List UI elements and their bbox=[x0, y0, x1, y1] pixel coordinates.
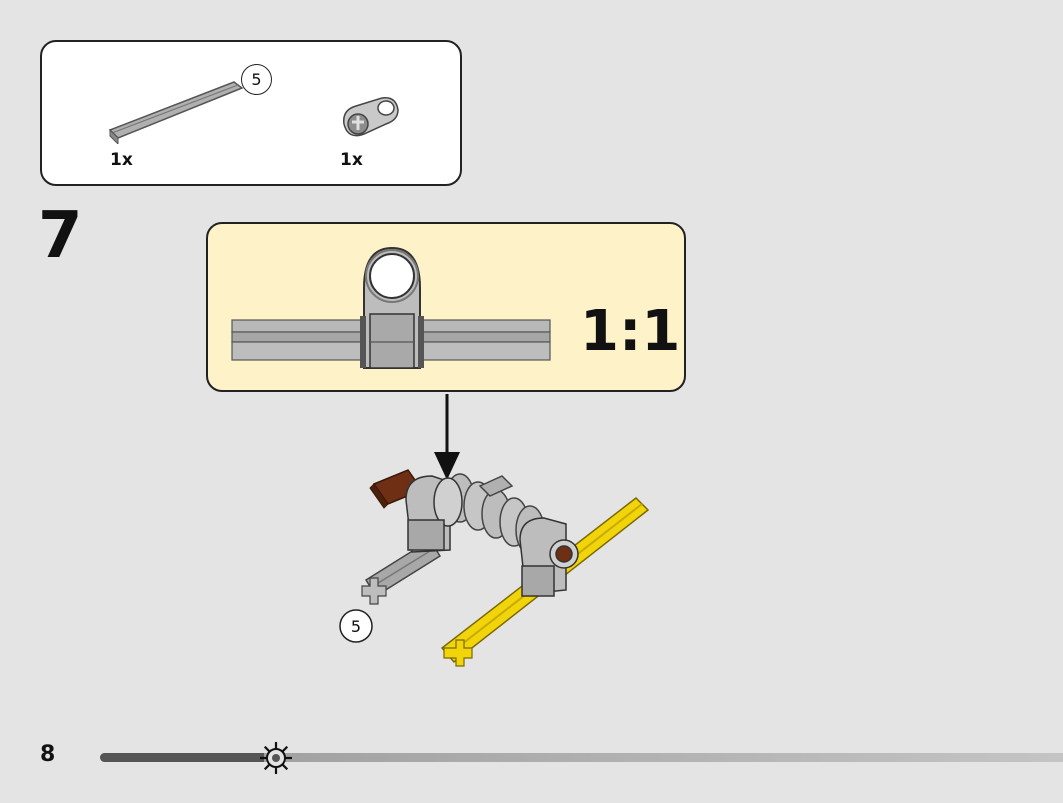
gear-sun-icon bbox=[260, 742, 292, 774]
arrow-head bbox=[434, 452, 460, 480]
step-number: 7 bbox=[38, 199, 83, 273]
progress-bar bbox=[100, 753, 1063, 762]
part-quantity: 1x bbox=[110, 150, 133, 170]
step-assembly-illustration: 5 bbox=[339, 394, 650, 667]
progress-fill bbox=[100, 753, 264, 762]
right-axle-pin-connector bbox=[519, 517, 579, 597]
part-quantity: 1x bbox=[340, 150, 363, 170]
axle-length-badge: 5 bbox=[351, 617, 361, 636]
grey-axle-pin-connector-icon bbox=[343, 97, 399, 137]
scale-label: 1:1 bbox=[580, 299, 681, 364]
grey-axle-icon bbox=[108, 81, 244, 144]
axle-length-badge: 5 bbox=[241, 64, 272, 95]
axle-pin-connector-scale-illustration bbox=[231, 246, 551, 369]
left-axle-pin-connector bbox=[405, 475, 463, 553]
scale-callout: 1:1 bbox=[206, 222, 686, 392]
page-number: 8 bbox=[40, 742, 56, 767]
parts-list: 1x 5 1x bbox=[40, 40, 462, 186]
